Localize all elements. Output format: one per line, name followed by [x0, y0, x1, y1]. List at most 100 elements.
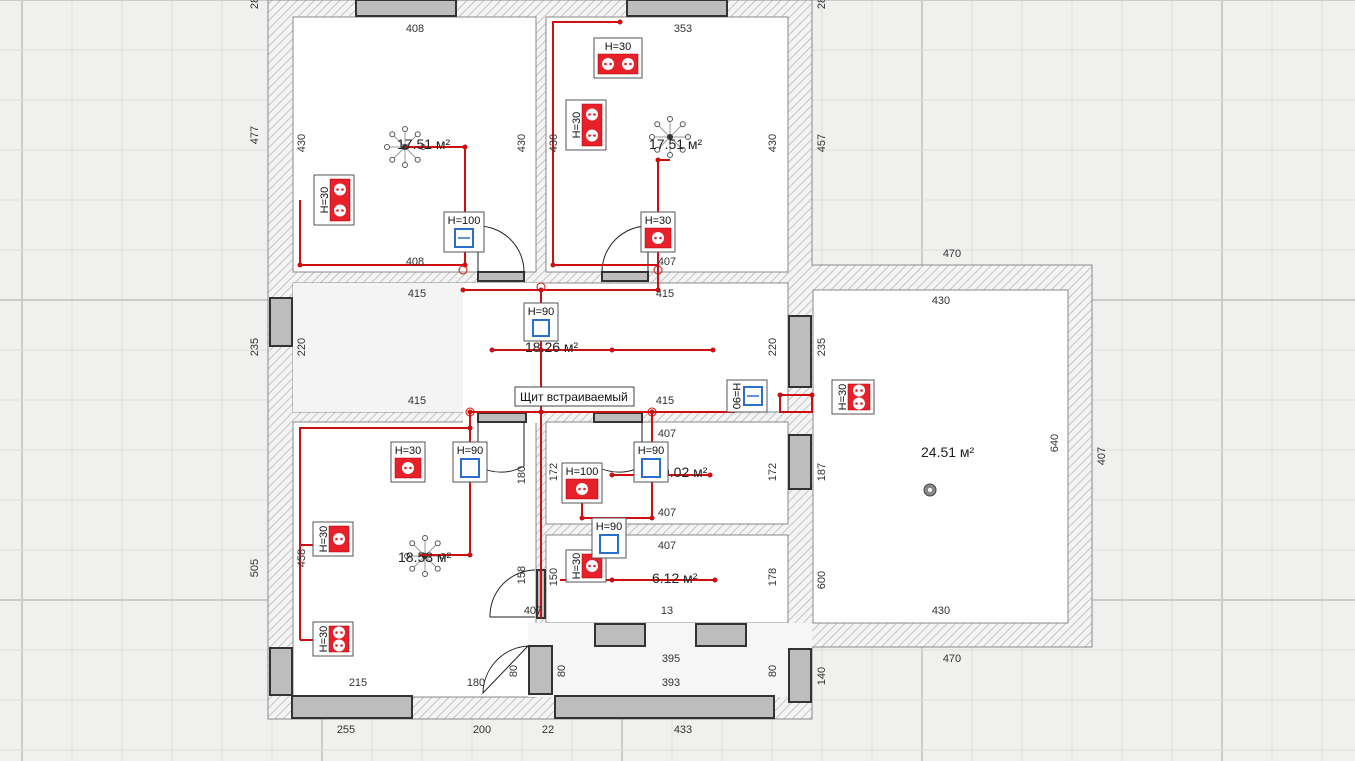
window	[291, 695, 413, 719]
window	[355, 0, 457, 17]
door-leaf	[593, 412, 643, 423]
dimension-label: 430	[516, 134, 528, 152]
double-socket-icon	[847, 383, 871, 411]
window	[695, 623, 747, 647]
device-height-label: H=30	[645, 215, 672, 227]
switch-icon	[641, 458, 661, 478]
dimension-label: 28	[816, 0, 828, 9]
device-height-label: H=90	[596, 521, 623, 533]
window	[554, 695, 775, 719]
dimension-label: 408	[406, 256, 424, 268]
electrical-device: H=100	[561, 462, 603, 504]
door-leaf	[477, 412, 527, 423]
chandelier-icon	[404, 535, 446, 577]
dimension-label: 415	[656, 288, 674, 300]
dimension-label: 430	[932, 295, 950, 307]
dimension-label: 180	[467, 677, 485, 689]
dimension-label: 22	[542, 724, 554, 736]
dimension-label: 220	[767, 338, 779, 356]
dimension-label: 415	[408, 288, 426, 300]
windows	[269, 0, 812, 719]
electrical-device: H=30	[831, 379, 875, 415]
dimension-label: 415	[656, 395, 674, 407]
panel-label: Щит встраиваемый	[520, 390, 628, 404]
dimension-label: 80	[508, 665, 520, 677]
dimension-label: 80	[556, 665, 568, 677]
dimension-label: 178	[767, 568, 779, 586]
panel-label-box	[514, 386, 635, 407]
device-height-label: H=90	[730, 383, 742, 410]
window	[788, 434, 812, 490]
device-height-label: H=30	[318, 526, 330, 553]
window	[788, 315, 812, 388]
dimension-label: 407	[658, 507, 676, 519]
electrical-panel: Щит встраиваемый	[514, 386, 635, 407]
dimension-label: 215	[349, 677, 367, 689]
chandelier-icon	[649, 116, 691, 158]
window	[594, 623, 646, 647]
dimension-label: 430	[767, 134, 779, 152]
room-large	[812, 289, 1069, 624]
window	[626, 0, 728, 17]
dimension-label: 172	[548, 463, 560, 481]
electrical-device: H=100	[443, 211, 485, 253]
device-height-label: H=30	[318, 626, 330, 653]
device-height-label: H=30	[319, 187, 331, 214]
electrical-device: H=30	[312, 621, 354, 657]
chandelier-icon	[923, 483, 937, 497]
dimension-label: 505	[249, 559, 261, 577]
device-height-label: H=100	[566, 466, 599, 478]
dimension-label: 353	[674, 23, 692, 35]
dimension-label: 408	[406, 23, 424, 35]
dimension-label: 393	[662, 677, 680, 689]
socket-icon	[565, 478, 599, 500]
double-socket-icon	[581, 103, 603, 147]
device-height-label: H=100	[448, 215, 481, 227]
socket-icon	[394, 457, 422, 479]
dimension-label: 407	[1096, 447, 1108, 465]
room-area: 9.02 м²	[662, 464, 708, 480]
double-switch-icon	[454, 228, 474, 248]
dimension-label: 235	[249, 338, 261, 356]
electrical-device: H=90	[591, 517, 627, 559]
room-area: 6.12 м²	[652, 570, 698, 586]
electrical-device: H=90	[726, 379, 768, 413]
dimension-label: 433	[674, 724, 692, 736]
window	[269, 297, 293, 347]
socket-icon	[581, 553, 603, 579]
dimension-label: 407	[658, 540, 676, 552]
dimension-label: 255	[337, 724, 355, 736]
device-height-label: H=90	[457, 445, 484, 457]
hall-left-area	[293, 283, 463, 412]
window	[269, 647, 293, 696]
dimension-label: 28	[249, 0, 261, 9]
dimension-label: 140	[816, 667, 828, 685]
electrical-device: H=30	[593, 37, 643, 79]
room-area: 18.26 м²	[525, 339, 579, 355]
device-height-label: H=90	[638, 445, 665, 457]
device-height-label: H=30	[395, 445, 422, 457]
dimension-label: 158	[516, 566, 528, 584]
dimension-label: 457	[816, 134, 828, 152]
electrical-device: H=30	[640, 211, 676, 253]
room-area: 17.51 м²	[649, 136, 703, 152]
dimension-label: 458	[296, 549, 308, 567]
dimension-label: 470	[943, 248, 961, 260]
double-socket-icon	[328, 625, 350, 653]
dimension-label: 430	[548, 134, 560, 152]
dimension-label: 187	[816, 463, 828, 481]
dimension-label: 172	[767, 463, 779, 481]
device-height-label: H=30	[571, 112, 583, 139]
dimension-label: 150	[548, 568, 560, 586]
dimension-label: 640	[1049, 434, 1061, 452]
door-leaf	[477, 271, 525, 282]
room-corridor	[528, 623, 812, 697]
socket-icon	[328, 525, 350, 553]
electrical-device: H=90	[523, 302, 559, 342]
rooms	[292, 16, 1069, 698]
room-area-labels: 17.51 м² 17.51 м² 18.26 м² 18.53 м² 9.02…	[397, 136, 975, 586]
double-socket-icon	[597, 53, 639, 75]
